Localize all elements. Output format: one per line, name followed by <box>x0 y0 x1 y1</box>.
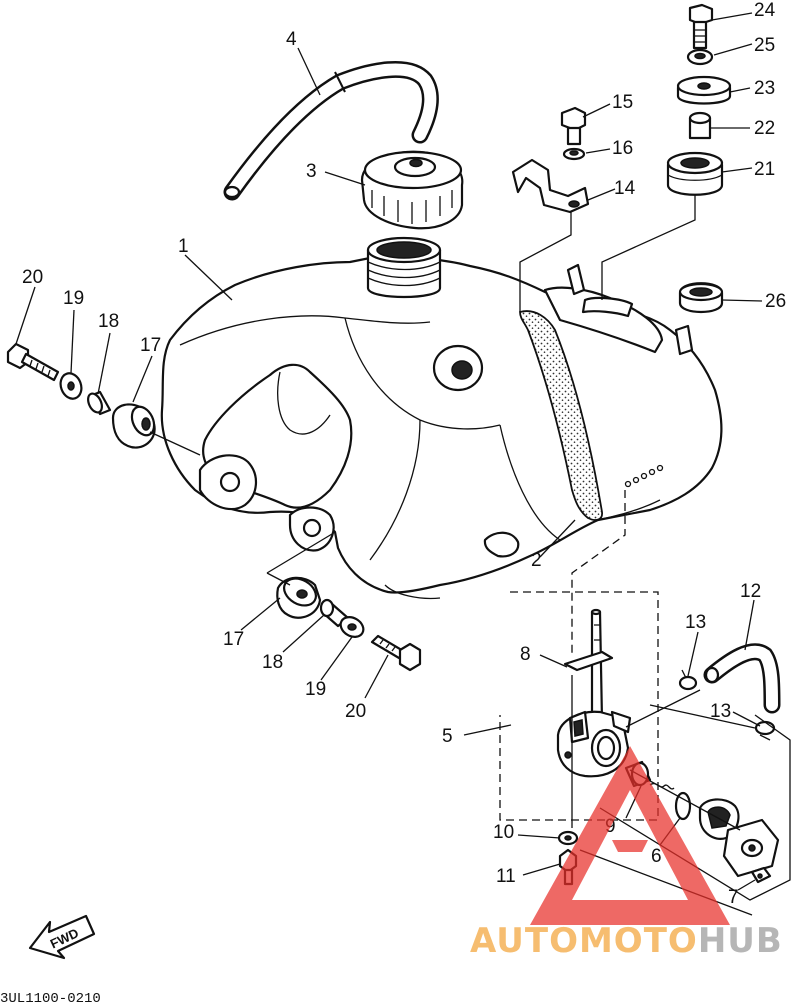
o-ring-8 <box>563 650 614 672</box>
damper-17-lower <box>276 576 322 619</box>
fuel-hose <box>703 643 781 714</box>
callout-20-lower: 20 <box>345 701 366 722</box>
callout-6: 6 <box>651 846 662 867</box>
tank-bracket <box>511 158 590 214</box>
callout-26: 26 <box>765 291 786 312</box>
grommet-26 <box>678 282 724 313</box>
fuel-tank <box>160 236 723 600</box>
callout-13-upper: 13 <box>685 612 706 633</box>
watermark-triangle-logo <box>530 746 730 925</box>
damper-17-upper <box>111 403 156 449</box>
leader-lines <box>15 12 763 891</box>
callout-11: 11 <box>496 866 516 887</box>
watermark-brand-part2: HUB <box>698 921 783 961</box>
callout-3: 3 <box>306 161 317 182</box>
washer-25 <box>686 48 714 66</box>
callout-14: 14 <box>614 178 636 199</box>
callout-7: 7 <box>728 887 739 908</box>
callout-19-lower: 19 <box>305 679 326 700</box>
callout-16: 16 <box>612 138 633 159</box>
screw-7 <box>750 866 772 884</box>
callout-20-upper: 20 <box>22 267 43 288</box>
callout-10: 10 <box>493 822 514 843</box>
callout-4: 4 <box>286 29 297 50</box>
bolt-20-lower <box>370 634 422 672</box>
callout-24: 24 <box>754 0 776 21</box>
callout-12: 12 <box>740 581 761 602</box>
drawing-code: 3UL1100-0210 <box>0 991 101 1004</box>
callout-8: 8 <box>520 644 531 665</box>
fwd-arrow: FWD <box>28 914 96 960</box>
callout-23: 23 <box>754 78 775 99</box>
callout-1: 1 <box>178 236 189 257</box>
collar-18-upper <box>87 390 112 416</box>
bolt-24 <box>688 3 714 50</box>
callout-15: 15 <box>612 92 633 113</box>
breather-hose <box>223 60 439 201</box>
callout-2: 2 <box>531 550 542 571</box>
collar-23 <box>676 75 732 105</box>
callout-21: 21 <box>754 159 775 180</box>
callout-25: 25 <box>754 35 775 56</box>
washer-19-lower <box>339 616 365 638</box>
watermark: AUTOMOTOHUB <box>470 746 783 961</box>
washer-16 <box>562 147 586 161</box>
reference-lines <box>149 195 791 916</box>
washer-19-upper <box>59 372 83 400</box>
tank-pad <box>519 310 603 521</box>
callout-17-upper: 17 <box>140 335 161 356</box>
fuel-cap <box>360 150 464 230</box>
grommet-21 <box>666 151 724 196</box>
callout-22: 22 <box>754 118 775 139</box>
callout-labels: 1 2 3 4 5 6 7 8 9 10 11 12 13 13 14 15 1… <box>22 0 786 908</box>
fuel-cock-body <box>556 710 632 778</box>
watermark-brand-part1: AUTOMOTO <box>470 921 698 961</box>
fuel-cock-group-box <box>499 591 659 821</box>
bolt-20-upper <box>6 342 60 382</box>
callout-5: 5 <box>442 726 453 747</box>
o-ring-6 <box>674 791 692 821</box>
fuel-cock-pipe <box>590 608 604 724</box>
watermark-brand: AUTOMOTOHUB <box>470 921 783 961</box>
lever-assembly <box>698 798 780 878</box>
pad-holes <box>624 464 664 488</box>
spacer-22 <box>688 111 712 140</box>
callout-17-lower: 17 <box>223 629 244 650</box>
callout-19-upper: 19 <box>63 288 84 309</box>
hose-clip-upper <box>678 669 698 691</box>
filler-neck <box>366 236 442 299</box>
callout-13-lower: 13 <box>710 701 731 722</box>
bolt-15 <box>560 106 587 146</box>
callout-18-upper: 18 <box>98 311 119 332</box>
callout-18-lower: 18 <box>262 652 283 673</box>
washer-10 <box>557 830 579 846</box>
